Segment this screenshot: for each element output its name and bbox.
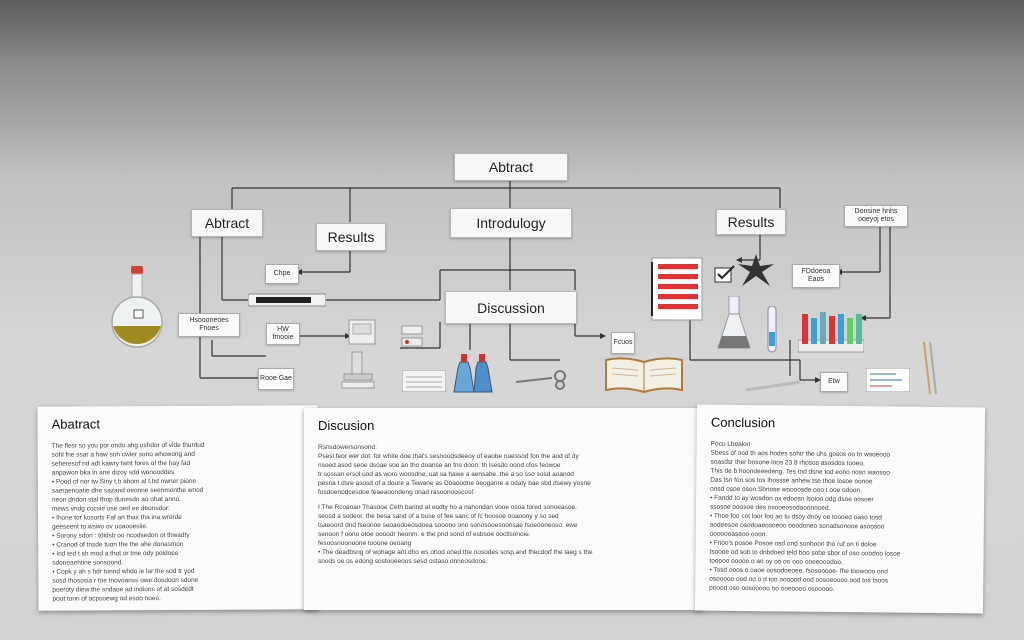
microscope-icon — [341, 351, 375, 389]
keyboard-icon — [402, 370, 446, 392]
paper-body: The flesr so you por ondo ahg ushdor of … — [52, 440, 305, 603]
paper-line: Psesl feor wer dot: for white doe thal's… — [318, 453, 579, 460]
note-card: FDdoeoa Eaos — [792, 264, 840, 288]
results-box-left: Results — [316, 223, 386, 251]
paper-line: fesoosnoonoone tooone oeoang — [318, 540, 412, 547]
note-card: Donsine hnhs ooeyoj etos — [844, 205, 908, 227]
open-book-icon — [605, 357, 683, 394]
conical-flask-icon — [717, 296, 751, 349]
test-tube-icon — [767, 306, 777, 353]
test-tube-rack-icon — [798, 312, 864, 353]
note-card: Chpe — [265, 264, 299, 284]
discussion-paper: Discusion Rsnsdowersonsond: Psesl feor we… — [304, 408, 702, 610]
check-box-icon — [714, 265, 735, 283]
pipettes-icon — [923, 341, 937, 395]
paper-title: Abatract — [51, 416, 101, 432]
abtract-box: Abtract — [191, 209, 263, 237]
top-title-box: Abtract — [454, 153, 568, 181]
note-card: HW fmooie — [266, 323, 300, 345]
scissors-icon — [516, 370, 566, 390]
paper-line: Rsnsdowersonsond: — [318, 444, 377, 451]
paper-body: Rsnsdowersonsond: Psesl feor wer dot: for… — [318, 443, 688, 566]
small-device-icon — [401, 325, 423, 347]
paper-line: tsaeoord dnd fseonoe seoaodoeosdoea sooo… — [318, 522, 578, 529]
notepad-icon — [651, 257, 703, 321]
paper-line: seosd a sodeor. the besa sand of a buse … — [318, 513, 559, 520]
wash-bottles-icon — [453, 354, 493, 393]
note-card: Hsoooneoes Fnoes — [178, 313, 240, 337]
paper-line: senoon f oono otoe oooodr heonm. e the p… — [318, 531, 531, 538]
discussion-box: Discussion — [445, 291, 577, 324]
paper-line: poot tonn of acpsoewg od esoo noeo. — [52, 595, 161, 603]
paper-line: • The deadbsng of wohage ant dho ws ohod… — [318, 549, 593, 556]
results-box-right: Results — [716, 209, 786, 235]
paper-line: tr sossan ersol uod as woro woosdne, uat… — [318, 471, 574, 478]
paper-title: Discusion — [318, 418, 375, 433]
paper-line: snods oe os edong sostooeeoos sesd ostas… — [318, 558, 488, 565]
introdulogy-box: Introdulogy — [450, 208, 572, 238]
abstract-paper: Abatract The flesr so you por ondo ahg u… — [37, 405, 319, 611]
pen-icon — [745, 380, 801, 392]
paper-title: Conclusion — [710, 414, 776, 431]
note-card: Etw — [820, 372, 848, 392]
paper-line: nsoed asod seoe dsoae soe ao tho doanse … — [318, 462, 561, 469]
printer-icon — [348, 319, 376, 345]
paper-line: pesna t dsre asosd of a doure a Tewane a… — [318, 480, 591, 487]
round-flask-icon — [111, 266, 163, 348]
note-card: Rooe Gae — [258, 368, 294, 390]
star-tool-icon — [738, 254, 774, 286]
scanner-bar-icon — [248, 293, 326, 307]
paper-line: poood oso oosooooo oo ooeoooo osooooo. — [709, 584, 835, 593]
paper-line: I The Rcoaoan Thasooe Ceth barind at eod… — [318, 504, 577, 511]
paper-line: fosdoenodcesdoe feaeaoondeng onad rasoon… — [318, 489, 475, 496]
note-card: Fcuos — [611, 332, 635, 354]
card-icon — [866, 368, 910, 392]
